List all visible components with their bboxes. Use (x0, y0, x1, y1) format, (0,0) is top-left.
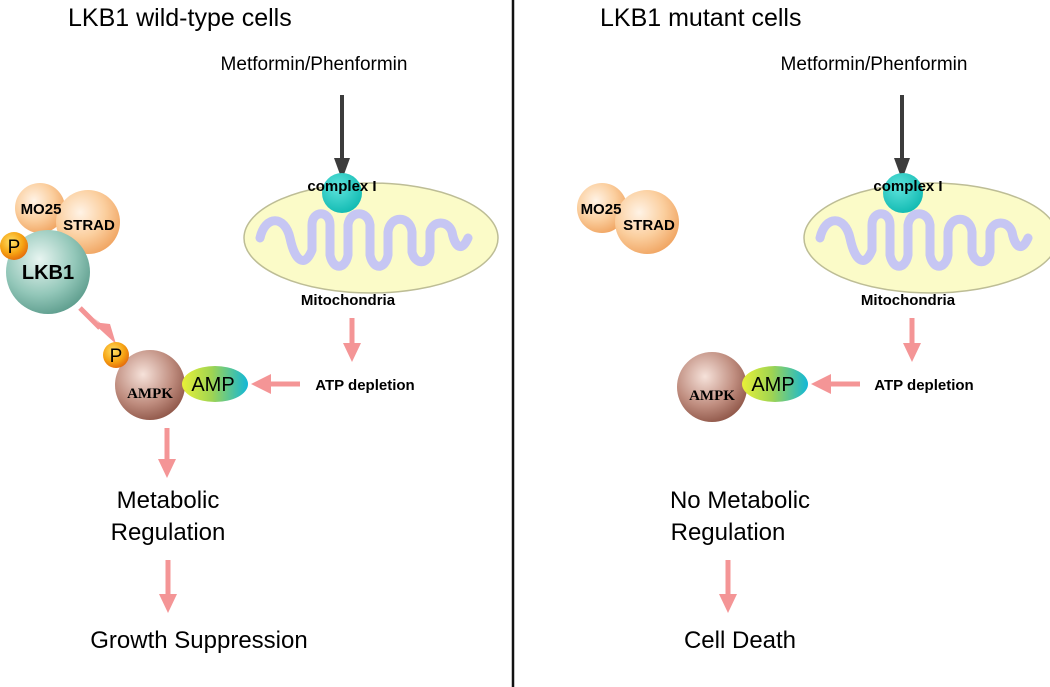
left-outcome2: Growth Suppression (90, 627, 307, 654)
left-atp-label: ATP depletion (315, 377, 414, 394)
right-outcome1-line2: Regulation (671, 519, 786, 546)
lkb1-phospho-icon (0, 232, 28, 260)
complex-i-icon (322, 173, 362, 213)
right-complex-i-icon (883, 173, 923, 213)
lkb1-phospho-label: P (8, 237, 21, 258)
ampk-phospho-label: P (110, 346, 123, 367)
left-outcome1-line1: Metabolic (117, 487, 220, 514)
right-mo25-label: MO25 (581, 201, 622, 218)
right-atp-label: ATP depletion (874, 377, 973, 394)
right-complex-label: complex I (873, 178, 942, 195)
left-amp-icon (182, 366, 248, 402)
right-regulation-to-death-arrow (719, 560, 737, 613)
left-amp-label: AMP (191, 374, 234, 396)
left-ampk-label: AMPK (127, 386, 173, 402)
right-drug-arrow (894, 95, 910, 180)
right-mitochondria-label: Mitochondria (861, 292, 956, 309)
left-outcome1-line2: Regulation (111, 519, 226, 546)
right-amp-label: AMP (751, 374, 794, 396)
right-outcome2: Cell Death (684, 627, 796, 654)
left-complex-label: complex I (307, 178, 376, 195)
right-panel: LKB1 mutant cells Metformin/Phenformin c… (577, 4, 1050, 654)
ampk-phospho-icon (103, 342, 129, 368)
right-ampk-label: AMPK (689, 388, 735, 404)
right-mito-to-atp-arrow (903, 318, 921, 362)
right-atp-to-amp-arrow (811, 374, 860, 394)
right-mo25-icon (577, 183, 627, 233)
right-amp-icon (742, 366, 808, 402)
lkb1-to-ampk-arrow (78, 306, 116, 344)
right-ampk-icon (677, 352, 747, 422)
left-ampk-to-regulation-arrow (158, 428, 176, 478)
right-mitochondria (803, 173, 1050, 294)
left-regulation-to-growth-arrow (159, 560, 177, 613)
left-panel-title: LKB1 wild-type cells (68, 4, 292, 32)
left-mitochondria (243, 173, 499, 294)
left-drug-label: Metformin/Phenformin (221, 54, 408, 75)
right-strad-icon (615, 190, 679, 254)
right-drug-label: Metformin/Phenformin (781, 54, 968, 75)
left-mo25-label: MO25 (21, 201, 62, 218)
left-mitochondria-label: Mitochondria (301, 292, 396, 309)
lkb1-label: LKB1 (22, 262, 74, 284)
left-panel: LKB1 wild-type cells Metformin/Phenformi… (0, 4, 499, 654)
right-panel-title: LKB1 mutant cells (600, 4, 802, 32)
left-atp-to-amp-arrow (251, 374, 300, 394)
left-strad-label: STRAD (63, 217, 115, 234)
left-mo25-icon (15, 183, 65, 233)
left-drug-arrow (334, 95, 350, 180)
left-mito-to-atp-arrow (343, 318, 361, 362)
left-ampk-icon (115, 350, 185, 420)
right-outcome1-line1: No Metabolic (670, 487, 810, 514)
right-strad-label: STRAD (623, 217, 675, 234)
